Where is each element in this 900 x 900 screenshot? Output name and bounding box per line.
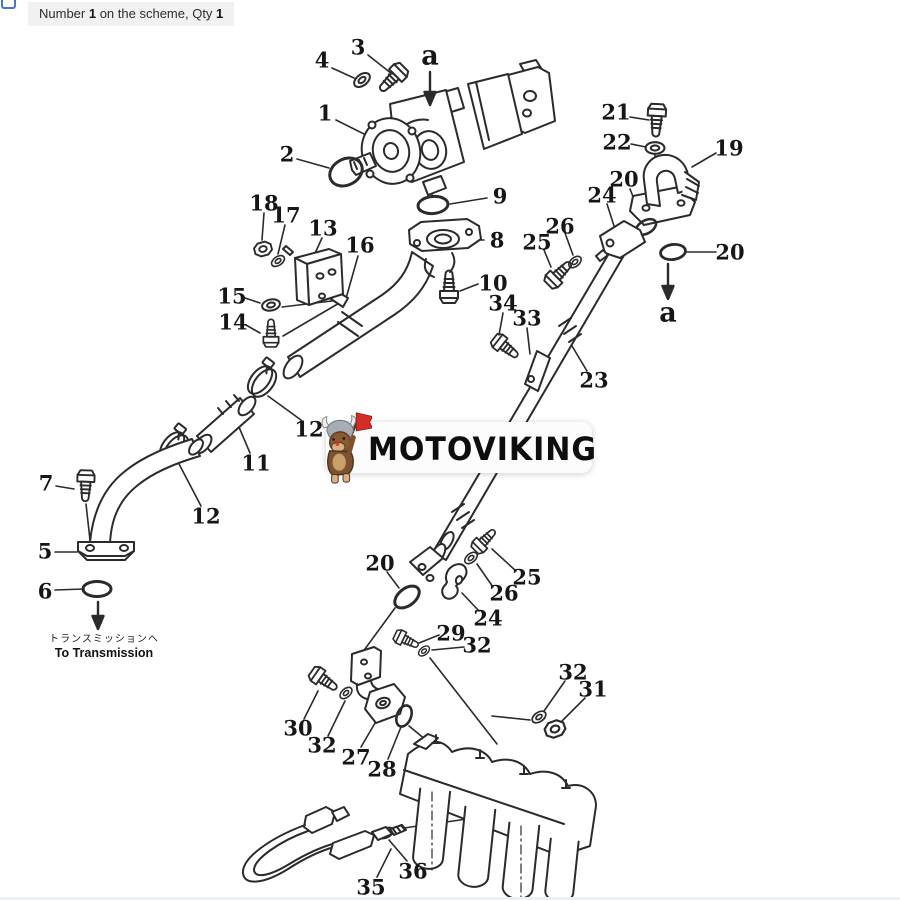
bottom-edge-strip xyxy=(0,897,900,900)
washer-15 xyxy=(260,296,282,314)
to-transmission-en: To Transmission xyxy=(54,646,154,660)
bolt-14 xyxy=(262,318,280,348)
cut-off-link-fragment xyxy=(1,0,16,9)
callout-2: 2 xyxy=(279,141,295,167)
header-note-number: 1 xyxy=(88,6,97,21)
callout-32: 32 xyxy=(307,732,337,758)
sensor-35 xyxy=(241,806,407,883)
viking-dog-with-red-flag-icon xyxy=(321,412,372,484)
washer-32-c xyxy=(529,707,549,727)
callout-24: 24 xyxy=(473,605,503,631)
callout-19: 19 xyxy=(714,135,744,161)
callout-1: 1 xyxy=(317,100,333,126)
washer-17 xyxy=(268,252,288,270)
header-note-prefix: Number xyxy=(39,6,89,21)
callout-7: 7 xyxy=(38,470,54,496)
callout-26: 26 xyxy=(545,213,575,239)
tube-23 xyxy=(409,220,646,600)
bolt-30 xyxy=(306,663,342,697)
callout-20: 20 xyxy=(609,166,639,192)
tube-16 xyxy=(282,251,434,380)
header-note: Number 1 on the scheme, Qty 1 xyxy=(28,2,235,26)
callout-27: 27 xyxy=(341,744,371,770)
callout-12: 12 xyxy=(191,503,221,529)
o-ring-6 xyxy=(81,580,113,598)
callout-a: a xyxy=(421,40,439,72)
watermark-text: MOTOVIKING xyxy=(368,430,598,468)
callout-6: 6 xyxy=(37,578,53,604)
callout-20: 20 xyxy=(715,239,745,265)
clamp-12-upper xyxy=(242,356,286,403)
filter-manifold xyxy=(399,733,597,900)
bolt-34 xyxy=(488,330,523,364)
callout-16: 16 xyxy=(345,232,375,258)
callout-14: 14 xyxy=(218,309,248,335)
elbow-19 xyxy=(629,153,700,226)
o-ring-28 xyxy=(395,704,413,728)
elbow-27 xyxy=(350,646,406,724)
callout-32: 32 xyxy=(558,659,588,685)
callout-31: 31 xyxy=(578,676,608,702)
washer-4 xyxy=(350,69,374,91)
callout-12: 12 xyxy=(294,416,324,442)
tube-5 xyxy=(77,438,204,561)
callout-26: 26 xyxy=(489,580,519,606)
callout-30: 30 xyxy=(283,715,313,741)
callout-29: 29 xyxy=(436,620,466,646)
callout-25: 25 xyxy=(512,564,542,590)
pump-assembly-1 xyxy=(349,59,556,196)
callout-5: 5 xyxy=(37,538,53,564)
callout-13: 13 xyxy=(308,215,338,241)
callout-18: 18 xyxy=(249,190,279,216)
bolt-29 xyxy=(391,627,422,653)
callout-a: a xyxy=(659,297,677,329)
direction-arrows xyxy=(91,70,675,631)
washer-32-b xyxy=(337,684,355,702)
callout-15: 15 xyxy=(217,283,247,309)
o-ring-20-lower xyxy=(393,584,421,610)
nut-31 xyxy=(541,717,569,741)
o-ring-2 xyxy=(328,156,364,188)
washer-32-a xyxy=(415,643,433,659)
callout-17: 17 xyxy=(271,202,301,228)
callout-36: 36 xyxy=(398,858,428,884)
callout-28: 28 xyxy=(367,756,397,782)
bolt-7 xyxy=(75,469,96,503)
bolt-3 xyxy=(373,59,412,98)
to-transmission-jp: トランスミッションヘ xyxy=(49,634,159,645)
header-note-qty: 1 xyxy=(216,6,224,21)
bolt-25-upper xyxy=(541,255,578,292)
bolt-10 xyxy=(439,269,459,304)
callout-24: 24 xyxy=(587,182,617,208)
callout-10: 10 xyxy=(478,270,508,296)
callout-11: 11 xyxy=(241,450,271,476)
callout-21: 21 xyxy=(601,99,631,125)
callout-8: 8 xyxy=(489,227,505,253)
o-ring-20-right xyxy=(659,242,687,262)
header-note-mid: on the scheme, Qty xyxy=(96,6,217,21)
callout-20: 20 xyxy=(365,550,395,576)
callout-25: 25 xyxy=(522,229,552,255)
nut-18 xyxy=(252,239,274,259)
callout-35: 35 xyxy=(356,874,386,900)
callout-32: 32 xyxy=(462,632,492,658)
callout-33: 33 xyxy=(512,305,542,331)
callout-4: 4 xyxy=(314,47,330,73)
watermark: MOTOVIKING xyxy=(321,412,596,484)
callout-22: 22 xyxy=(602,129,632,155)
flange-8 xyxy=(408,218,482,278)
washer-22 xyxy=(644,141,666,155)
callout-9: 9 xyxy=(492,183,508,209)
bracket-13 xyxy=(282,245,344,306)
callout-3: 3 xyxy=(350,34,366,60)
callout-34: 34 xyxy=(488,290,518,316)
callout-23: 23 xyxy=(579,367,609,393)
o-ring-9 xyxy=(416,194,450,216)
watermark-pill xyxy=(326,422,592,473)
